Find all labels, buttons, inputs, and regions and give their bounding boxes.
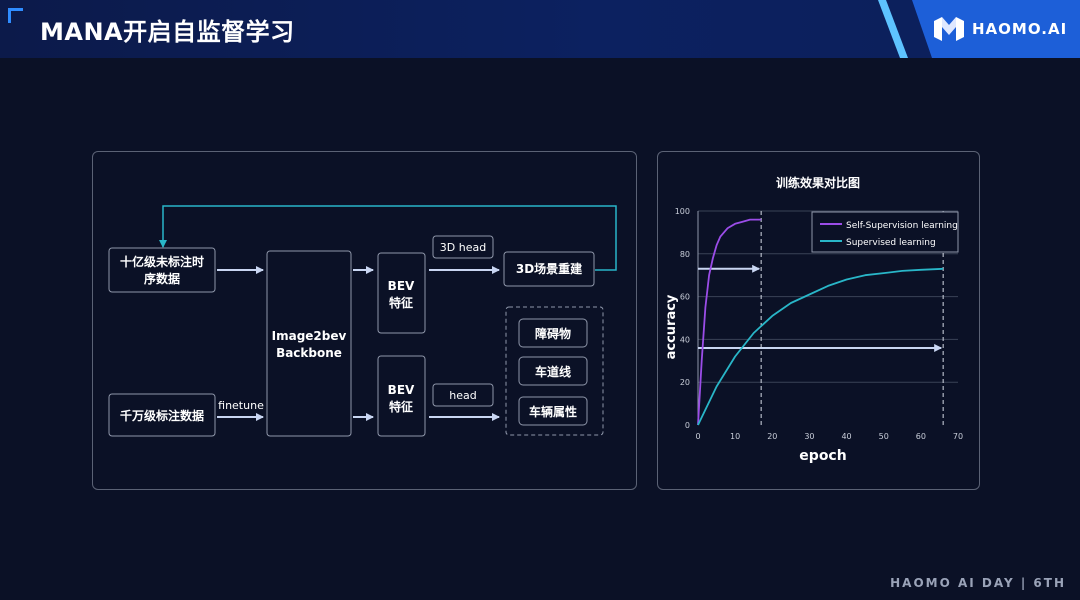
scene-rebuild-label: 3D场景重建 xyxy=(516,261,583,276)
architecture-diagram: 十亿级未标注时 序数据 千万级标注数据 finetune Image2bev B… xyxy=(108,205,617,437)
backbone-box: Image2bev Backbone xyxy=(266,250,352,437)
output-obstacle-label: 障碍物 xyxy=(535,326,571,341)
output-obstacle-box: 障碍物 xyxy=(518,318,588,348)
y-tick-labels: 0 20 40 60 80 100 xyxy=(675,207,690,430)
chart-title: 训练效果对比图 xyxy=(776,175,860,190)
unlabeled-data-label-line1: 十亿级未标注时 xyxy=(120,254,204,269)
head-3d-box xyxy=(432,235,494,259)
bev-top-label-line2: 特征 xyxy=(389,295,413,310)
head-label: head xyxy=(449,389,476,402)
y-tick-40: 40 xyxy=(680,335,690,344)
x-tick-70: 70 xyxy=(953,432,963,441)
x-tick-50: 50 xyxy=(879,432,889,441)
scene-rebuild-box: 3D场景重建 xyxy=(503,251,595,287)
y-tick-80: 80 xyxy=(680,250,690,259)
bev-feature-box-bottom: BEV 特征 xyxy=(377,355,426,437)
x-tick-60: 60 xyxy=(916,432,926,441)
header-bar: MANA开启自监督学习 xyxy=(0,0,1080,58)
series-line-0 xyxy=(697,218,762,426)
brand-logo: HAOMO.AI xyxy=(934,14,1067,44)
x-tick-0: 0 xyxy=(695,432,700,441)
outputs-group xyxy=(505,306,604,436)
bev-bottom-label-line2: 特征 xyxy=(389,399,413,414)
backbone-label-line1: Image2bev xyxy=(272,329,347,343)
y-axis-label: accuracy xyxy=(664,294,679,359)
output-vehicle-attr-box: 车辆属性 xyxy=(518,396,588,426)
labeled-data-label: 千万级标注数据 xyxy=(120,408,204,423)
backbone-label-line2: Backbone xyxy=(276,346,342,360)
x-tick-30: 30 xyxy=(804,432,814,441)
chart-grid xyxy=(697,210,958,425)
page-title: MANA开启自监督学习 xyxy=(40,18,295,46)
output-vehicle-attr-label: 车辆属性 xyxy=(529,404,577,419)
legend-box xyxy=(811,211,959,253)
logo-text: HAOMO.AI xyxy=(972,20,1068,38)
output-lane-label: 车道线 xyxy=(535,364,571,379)
x-tick-labels: 0 10 20 30 40 50 60 70 xyxy=(695,432,963,441)
chart-panel: 训练效果对比图 0 20 40 60 80 100 0 10 20 30 40 50 60 70 epo… xyxy=(657,151,980,490)
y-tick-100: 100 xyxy=(675,207,690,216)
legend-label-supervised: Supervised learning xyxy=(846,238,936,248)
y-tick-0: 0 xyxy=(685,421,690,430)
head-3d-label: 3D head xyxy=(440,241,486,254)
y-tick-60: 60 xyxy=(680,293,690,302)
architecture-panel: 十亿级未标注时 序数据 千万级标注数据 finetune Image2bev B… xyxy=(92,151,637,490)
feedback-loop-arrow xyxy=(159,205,617,271)
output-lane-box: 车道线 xyxy=(518,356,588,386)
footer-event-label: HAOMO AI DAY | 6TH xyxy=(890,576,1066,590)
unlabeled-data-label-line2: 序数据 xyxy=(144,271,180,286)
chart-legend: Self-Supervision learning Supervised lea… xyxy=(811,211,959,253)
legend-label-self-supervision: Self-Supervision learning xyxy=(846,221,958,231)
x-tick-40: 40 xyxy=(841,432,851,441)
x-tick-10: 10 xyxy=(730,432,740,441)
accuracy-chart: 训练效果对比图 0 20 40 60 80 100 0 10 20 30 40 50 60 70 epo… xyxy=(664,175,963,464)
y-tick-20: 20 xyxy=(680,378,690,387)
bev-bottom-label-line1: BEV xyxy=(388,383,415,397)
bev-feature-box-top: BEV 特征 xyxy=(377,252,426,334)
bev-top-label-line1: BEV xyxy=(388,279,415,293)
labeled-data-box: 千万级标注数据 xyxy=(108,393,216,437)
haomo-logo-icon xyxy=(934,17,964,41)
series-line-1 xyxy=(697,267,944,426)
corner-bracket-icon xyxy=(8,8,23,23)
x-axis-label: epoch xyxy=(799,448,846,464)
unlabeled-data-box: 十亿级未标注时 序数据 xyxy=(108,247,216,293)
x-tick-20: 20 xyxy=(767,432,777,441)
head-box xyxy=(432,383,494,407)
chart-series xyxy=(697,218,944,426)
finetune-label: finetune xyxy=(218,399,264,412)
